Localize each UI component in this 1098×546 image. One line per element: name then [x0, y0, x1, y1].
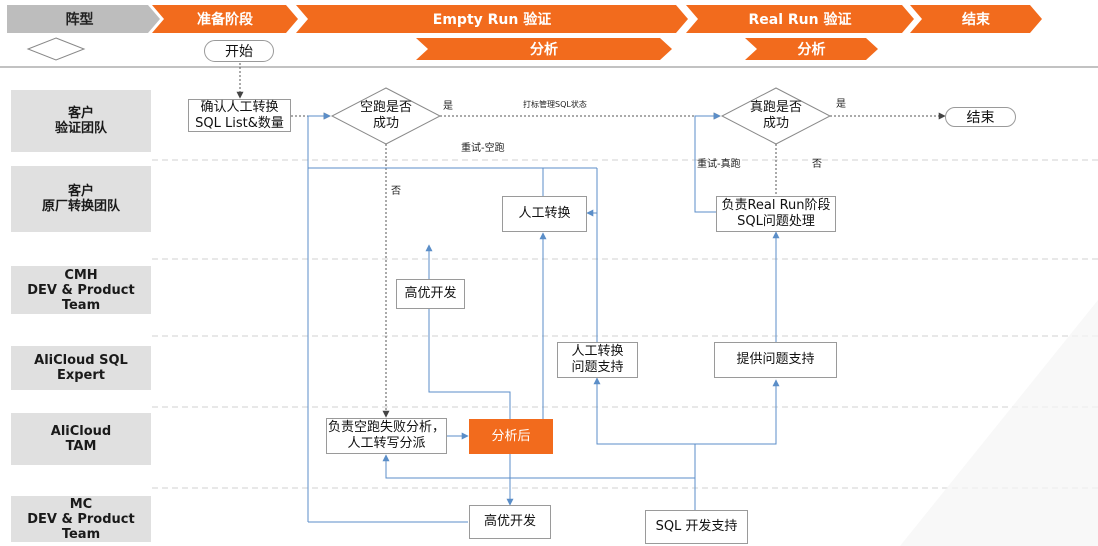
legend-diamond-icon [26, 37, 86, 61]
empty-run-failure-analysis-box: 负责空跑失败分析， 人工转写分派 [326, 418, 447, 454]
edge-label-yes-real: 是 [836, 99, 846, 110]
lane-dividers [152, 159, 1098, 489]
phase-arrow-empty-run [296, 5, 688, 33]
sub-arrow-real-analysis [745, 38, 878, 60]
end-node: 结束 [945, 107, 1016, 127]
lane-customer-vendor-conversion: 客户 原厂转换团队 [11, 166, 151, 232]
phase-label-prep: 准备阶段 [197, 12, 253, 28]
sub-arrow-empty-analysis [416, 38, 672, 60]
phase-label-formation: 阵型 [65, 12, 94, 28]
manual-convert-support-box: 人工转换 问题支持 [557, 342, 638, 378]
sub-phase-real-analysis: 分析 [797, 42, 826, 58]
lane-cmh-dev-product: CMH DEV & Product Team [11, 266, 151, 314]
manual-convert-box: 人工转换 [502, 196, 587, 232]
phase-label-real-run: Real Run 验证 [748, 12, 852, 28]
decision-empty-run-label: 空跑是否 成功 [359, 100, 412, 131]
manual-confirm-box: 确认人工转换 SQL List&数量 [188, 99, 291, 132]
lane-customer-validation: 客户 验证团队 [11, 90, 151, 152]
decision-real-run-label: 真跑是否 成功 [749, 100, 802, 131]
phase-arrow-formation [7, 5, 160, 33]
phase-arrow-end [910, 5, 1042, 33]
phase-label-end: 结束 [962, 12, 990, 28]
decorative-background-shape [900, 300, 1098, 546]
solid-connectors [307, 112, 780, 523]
edge-label-no-empty: 否 [391, 186, 401, 197]
edge-label-retry-real: 重试-真跑 [697, 159, 741, 170]
lane-alicloud-sql-expert: AliCloud SQL Expert [11, 346, 151, 390]
edge-label-yes-empty: 是 [443, 101, 453, 112]
edge-label-mark-sql-status: 打标管理SQL状态 [523, 100, 587, 109]
lane-mc-dev-product: MC DEV & Product Team [11, 496, 151, 542]
sub-phase-empty-analysis: 分析 [530, 42, 558, 58]
edge-label-no-real: 否 [812, 159, 822, 170]
after-analysis-box: 分析后 [469, 419, 553, 454]
sql-dev-support-box: SQL 开发支持 [645, 510, 748, 544]
phase-arrow-real-run [686, 5, 914, 33]
phase-label-empty-run: Empty Run 验证 [432, 12, 552, 28]
high-priority-dev-mc-box: 高优开发 [469, 505, 551, 539]
edge-label-retry-empty: 重试-空跑 [461, 143, 505, 154]
start-node: 开始 [204, 40, 274, 62]
real-run-sql-handling-box: 负责Real Run阶段 SQL问题处理 [716, 196, 836, 232]
high-priority-dev-cmh-box: 高优开发 [396, 279, 465, 309]
lane-alicloud-tam: AliCloud TAM [11, 413, 151, 465]
problem-support-box: 提供问题支持 [714, 342, 837, 378]
phase-arrow-prep [152, 5, 298, 33]
